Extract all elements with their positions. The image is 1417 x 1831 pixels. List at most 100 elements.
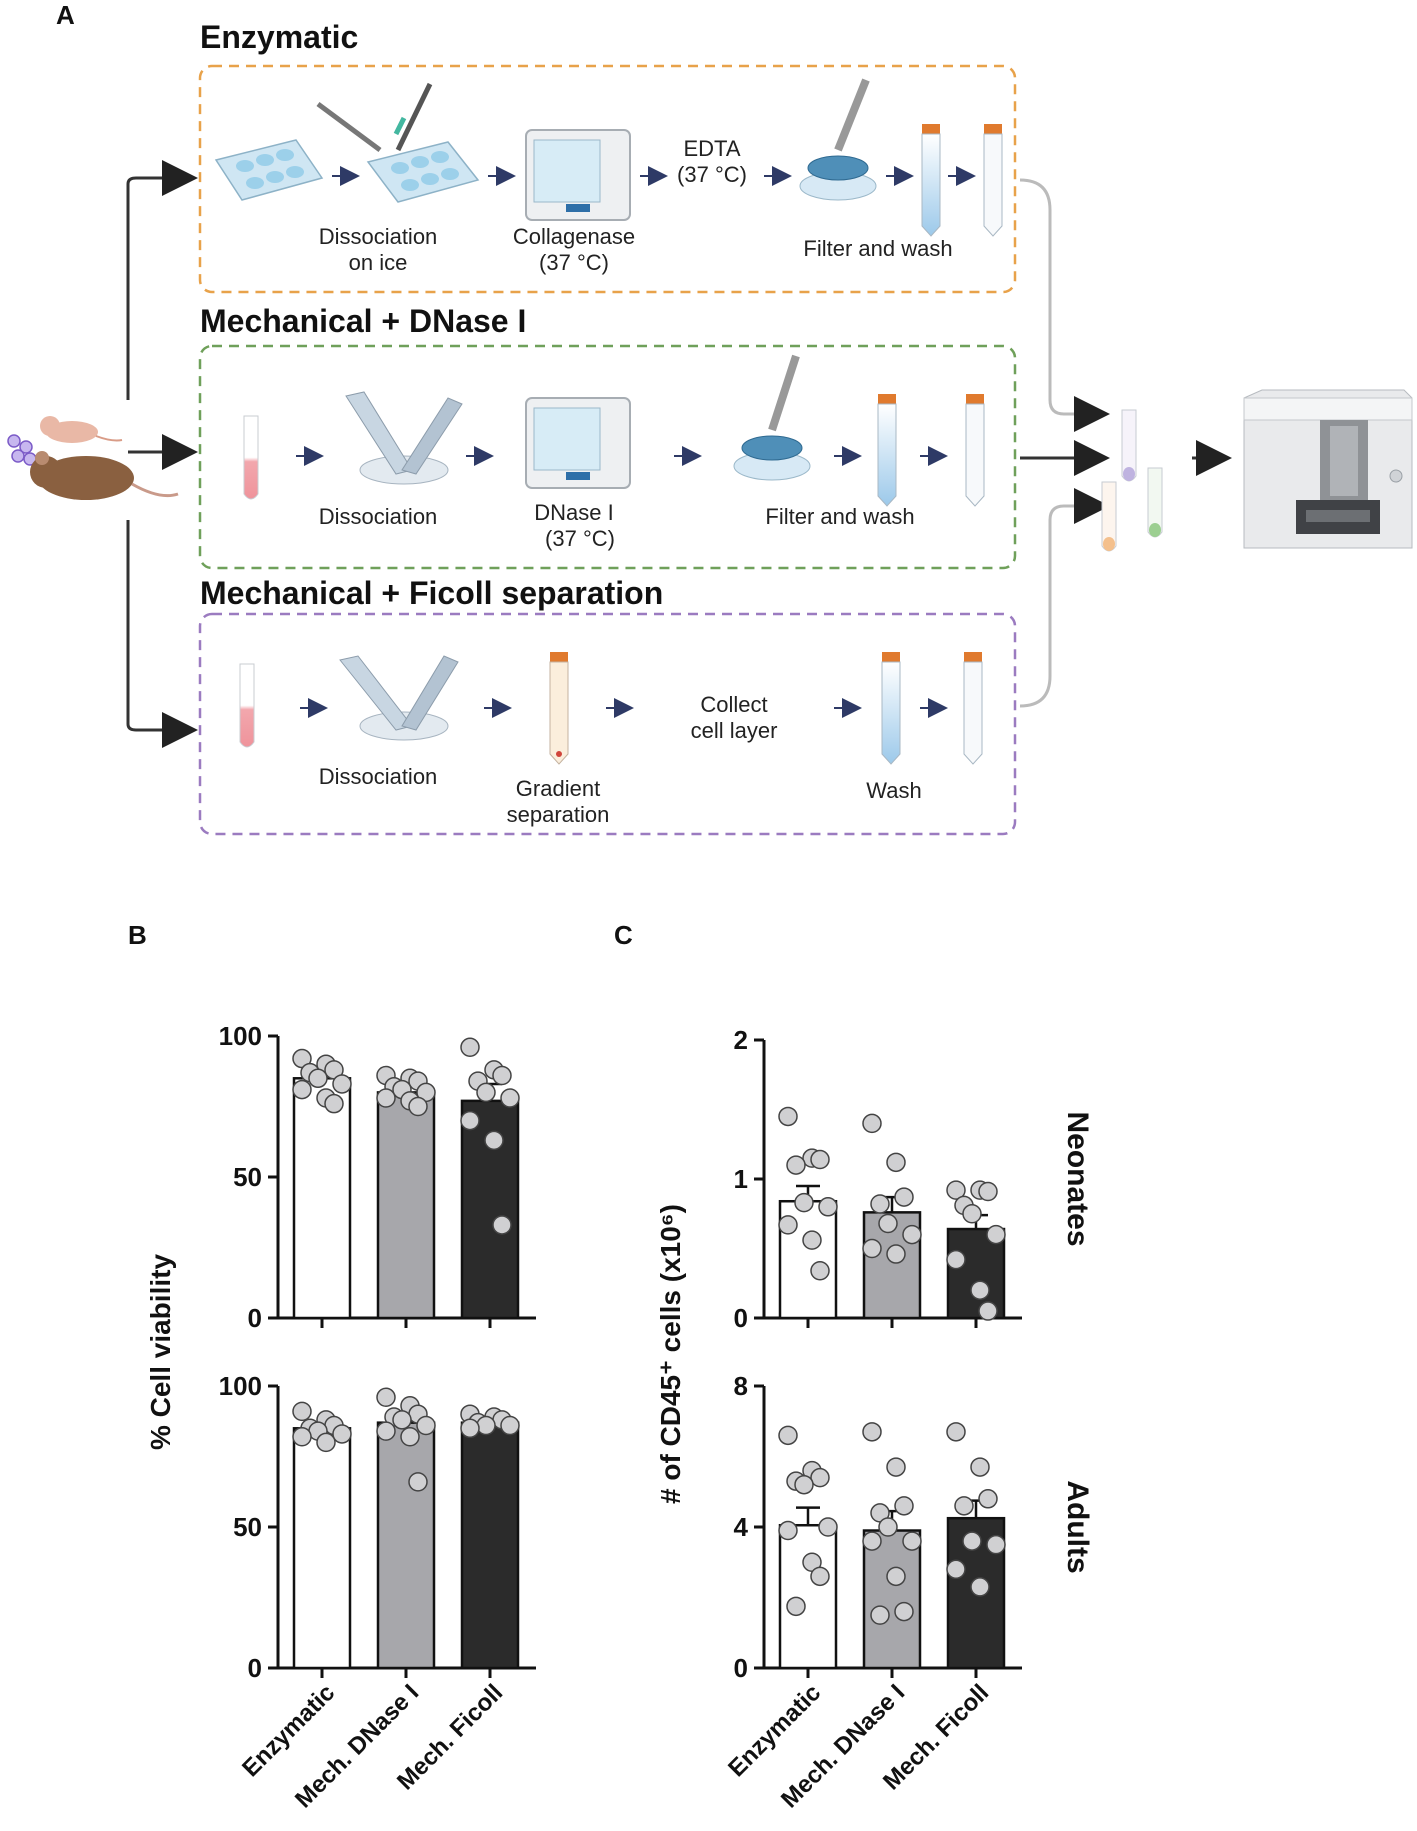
data-point — [962, 1531, 982, 1551]
step-label: Wash — [866, 778, 921, 803]
step-label: separation — [507, 802, 610, 827]
falcon-tube-icon — [963, 652, 983, 765]
data-point — [332, 1424, 352, 1444]
syringe-icon — [316, 101, 382, 153]
data-point — [484, 1130, 504, 1151]
step-label: on ice — [349, 250, 408, 275]
data-point — [778, 1106, 798, 1127]
data-point — [376, 1088, 396, 1108]
data-point — [794, 1474, 814, 1495]
data-point — [886, 1457, 906, 1477]
data-point — [460, 1110, 480, 1131]
data-point — [308, 1068, 328, 1089]
y-tick-label: 0 — [248, 1653, 262, 1683]
bar — [778, 1523, 838, 1670]
step-label: Dissociation — [319, 504, 438, 529]
data-point — [376, 1421, 396, 1441]
data-point — [886, 1152, 906, 1173]
section-title-dnase: Mechanical + DNase I — [200, 303, 526, 339]
merge-arrow-ficoll — [1019, 488, 1110, 708]
data-point — [794, 1192, 814, 1213]
y-tick-label: 100 — [219, 1371, 262, 1401]
data-point — [818, 1517, 838, 1537]
y-tick-label: 8 — [734, 1371, 748, 1401]
data-point — [886, 1566, 906, 1587]
data-point — [460, 1418, 480, 1439]
data-point — [492, 1065, 512, 1086]
data-point — [802, 1230, 822, 1250]
bar — [460, 1421, 520, 1670]
data-point — [810, 1149, 830, 1170]
data-point — [862, 1238, 882, 1259]
data-point — [778, 1215, 798, 1235]
flow-cytometer-icon — [1243, 389, 1413, 549]
data-point — [886, 1244, 906, 1264]
data-point — [786, 1596, 806, 1617]
data-point — [400, 1427, 420, 1447]
y-axis-title: # of CD45⁺ cells (x10⁶) — [655, 1204, 686, 1504]
y-axis-title: % Cell viability — [145, 1254, 176, 1450]
data-point — [946, 1559, 966, 1580]
data-point — [778, 1425, 798, 1446]
data-point — [978, 1301, 998, 1321]
step-label: (37 °C) — [677, 162, 747, 187]
data-point — [476, 1082, 496, 1103]
cell-strainer-icon — [799, 78, 877, 201]
data-point — [332, 1074, 352, 1094]
data-point — [894, 1496, 914, 1516]
dnase-box — [198, 344, 1017, 570]
section-title-enzymatic: Enzymatic — [200, 19, 358, 55]
data-point — [810, 1260, 830, 1281]
data-point — [862, 1422, 882, 1442]
data-point — [862, 1113, 882, 1134]
incubator-icon — [525, 397, 631, 489]
y-tick-label: 0 — [734, 1653, 748, 1683]
dissociation-plate-icon — [316, 82, 480, 203]
step-label: Gradient — [516, 776, 600, 801]
data-point — [492, 1215, 512, 1235]
row-label: Adults — [1061, 1480, 1094, 1573]
panel-b-label: B — [128, 920, 147, 950]
data-point — [392, 1410, 412, 1430]
data-point — [878, 1213, 898, 1234]
bar — [376, 1421, 436, 1670]
gradient-tube-icon — [549, 652, 569, 765]
falcon-tube-icon — [921, 124, 941, 237]
falcon-tube-icon — [881, 652, 901, 765]
data-point — [954, 1496, 974, 1516]
data-point — [978, 1181, 998, 1202]
data-point — [946, 1422, 966, 1442]
data-point — [810, 1566, 830, 1587]
data-point — [292, 1401, 312, 1422]
dnase-row: Dissociation DNase I (37 °C) Filter and … — [243, 354, 985, 551]
slides-dish-icon — [345, 391, 463, 485]
enzymatic-box — [198, 64, 1017, 294]
plunger-icon — [768, 354, 800, 432]
data-point — [970, 1457, 990, 1477]
virus-icon — [7, 434, 37, 466]
y-tick-label: 1 — [734, 1164, 748, 1194]
data-point — [946, 1249, 966, 1270]
bar — [376, 1091, 436, 1320]
data-point — [894, 1601, 914, 1622]
blood-tube-icon — [239, 663, 255, 748]
facs-tubes-icon — [1101, 409, 1163, 552]
data-point — [500, 1415, 520, 1436]
data-point — [408, 1096, 428, 1117]
bar — [862, 1529, 922, 1670]
data-point — [810, 1467, 830, 1488]
branch-arrow-enzymatic — [126, 160, 198, 400]
data-point — [476, 1415, 496, 1436]
y-tick-label: 2 — [734, 1025, 748, 1055]
y-tick-label: 100 — [219, 1021, 262, 1051]
well-plate-icon — [214, 139, 324, 201]
y-tick-label: 0 — [734, 1303, 748, 1333]
step-label: cell layer — [691, 718, 778, 743]
data-point — [978, 1489, 998, 1509]
data-point — [946, 1180, 966, 1200]
data-point — [870, 1605, 890, 1625]
y-tick-label: 4 — [734, 1512, 749, 1542]
adult-mouse-icon — [30, 451, 179, 500]
